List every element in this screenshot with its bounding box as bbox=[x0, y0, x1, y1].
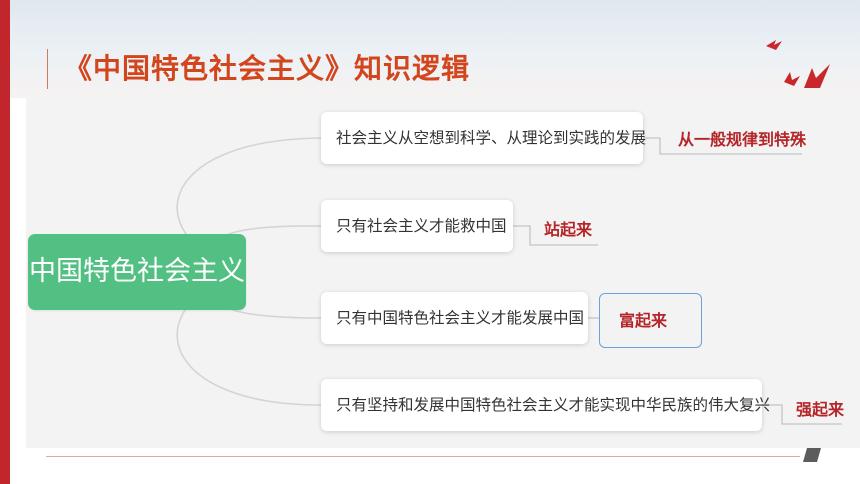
footer-mark-icon bbox=[803, 448, 821, 462]
title-divider bbox=[47, 49, 48, 89]
mindmap-root: 中国特色社会主义 bbox=[28, 234, 246, 310]
header-background bbox=[10, 0, 860, 98]
branch-node: 只有中国特色社会主义才能发展中国 bbox=[321, 292, 588, 344]
branch-node: 只有社会主义才能救中国 bbox=[321, 200, 513, 252]
branch-tag: 站起来 bbox=[544, 220, 593, 239]
branch-node: 社会主义从空想到科学、从理论到实践的发展 bbox=[321, 112, 646, 164]
slide-title: 《中国特色社会主义》知识逻辑 bbox=[64, 52, 471, 85]
branch-tag: 强起来 bbox=[796, 400, 845, 419]
flying-birds-icon bbox=[766, 40, 830, 88]
footer-divider bbox=[46, 456, 800, 457]
branch-node: 只有坚持和发展中国特色社会主义才能实现中华民族的伟大复兴 bbox=[321, 379, 770, 431]
branch-tag: 富起来 bbox=[619, 311, 668, 330]
left-accent-bar bbox=[0, 0, 10, 484]
selection-box[interactable] bbox=[599, 293, 702, 348]
branch-tag: 从一般规律到特殊 bbox=[678, 130, 807, 149]
